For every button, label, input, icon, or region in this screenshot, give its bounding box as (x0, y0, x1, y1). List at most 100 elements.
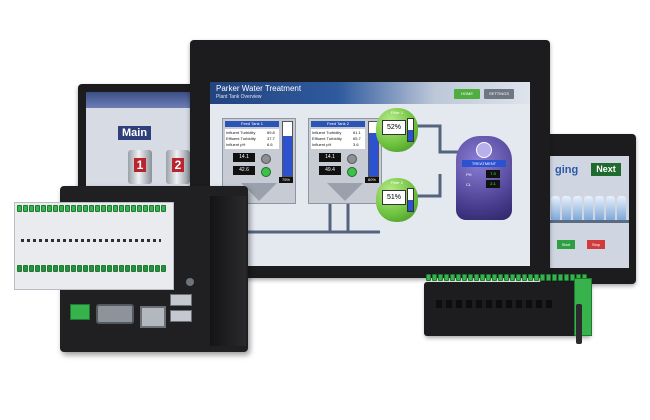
feed-tank-2-level-label: 80% (365, 177, 379, 183)
table-cell: 61.1 (353, 130, 361, 135)
main-hmi-screen: Parker Water Treatment Plant Tank Overvi… (210, 82, 530, 266)
terminal (492, 274, 497, 281)
usb-port[interactable] (170, 310, 192, 322)
treatment-row-1-label: PH (466, 172, 472, 177)
settings-button[interactable]: SETTINGS (484, 89, 514, 99)
main-hmi-bezel: Parker Water Treatment Plant Tank Overvi… (190, 40, 550, 278)
terminal (17, 265, 22, 272)
table-cell: 37.7 (267, 136, 275, 141)
usb-port[interactable] (170, 294, 192, 306)
filter-1-value: 52% (382, 120, 406, 135)
bottle (606, 196, 615, 220)
level-bar-track (282, 121, 293, 177)
terminal (564, 274, 569, 281)
bottle-row (551, 196, 627, 220)
green-connector[interactable] (70, 304, 90, 320)
ethernet-port[interactable] (140, 306, 166, 328)
page-subtitle: Plant Tank Overview (216, 94, 262, 100)
bottle (551, 196, 560, 220)
tank-cone (327, 183, 363, 201)
level-bar-fill (408, 199, 413, 211)
terminal (65, 265, 70, 272)
level-bar-track (407, 188, 414, 212)
terminal (29, 265, 34, 272)
feed-tank-1: Feed Tank 1 Influent Turbidity 89.8 Effl… (222, 118, 296, 204)
terminal (149, 205, 154, 212)
treatment-tank: TREATMENT PH 7.3 CL 2.1 (456, 136, 512, 220)
terminal (119, 265, 124, 272)
terminal (570, 274, 575, 281)
terminal (83, 205, 88, 212)
home-button[interactable]: HOME (454, 89, 480, 99)
drum-2: 2 (166, 150, 190, 184)
terminal (438, 274, 443, 281)
stop-button[interactable]: Stop (587, 240, 605, 249)
filter-2-value: 51% (382, 190, 406, 205)
terminal (131, 205, 136, 212)
terminal (119, 205, 124, 212)
bottle (562, 196, 571, 220)
indicator-lamp-gray (261, 154, 271, 164)
plc-io-module (14, 202, 174, 290)
terminal (155, 265, 160, 272)
terminal (432, 274, 437, 281)
table-cell: 65.7 (353, 136, 361, 141)
next-button[interactable]: Next (591, 163, 621, 176)
serial-port[interactable] (96, 304, 134, 324)
terminal (101, 205, 106, 212)
bottle (573, 196, 582, 220)
main-hmi-header (210, 82, 530, 104)
table-cell: Influent Turbidity (312, 130, 342, 135)
right-hmi-screen: ging Next Start Stop (547, 156, 629, 268)
treatment-row-2-value: 2.1 (486, 180, 500, 188)
terminal (95, 205, 100, 212)
right-hmi-title: ging (555, 164, 579, 176)
cable-plug (576, 304, 582, 344)
terminal (522, 274, 527, 281)
terminal (89, 205, 94, 212)
filter-2: Filter 2 51% (376, 178, 418, 222)
bottle (584, 196, 593, 220)
terminal (95, 265, 100, 272)
feed-tank-2: Feed Tank 2 Influent Turbidity 61.1 Effl… (308, 118, 382, 204)
table-cell: 3.6 (353, 142, 359, 147)
terminal (516, 274, 521, 281)
plc-side-panel (210, 196, 246, 346)
feed-tank-2-title: Feed Tank 2 (311, 121, 365, 127)
terminal (59, 205, 64, 212)
led-row (21, 239, 161, 242)
terminal (504, 274, 509, 281)
table-cell: Effluent Turbidity (312, 136, 342, 141)
terminal (143, 205, 148, 212)
pipe-segment (406, 124, 462, 154)
terminal (143, 265, 148, 272)
terminal (23, 265, 28, 272)
feed-tank-1-table: Influent Turbidity 89.8 Effluent Turbidi… (225, 129, 279, 149)
level-bar-track (368, 121, 379, 177)
drum-1: 1 (128, 150, 152, 184)
terminal (41, 205, 46, 212)
left-hmi-screen: Main 1 2 (86, 92, 194, 210)
terminal (137, 205, 142, 212)
terminal (474, 274, 479, 281)
table-cell: 6.6 (267, 142, 273, 147)
drum-1-number: 1 (134, 158, 146, 172)
terminal (77, 265, 82, 272)
terminal (47, 205, 52, 212)
bottle (595, 196, 604, 220)
terminal (161, 205, 166, 212)
tank-cone (241, 183, 277, 201)
terminal (444, 274, 449, 281)
terminal (101, 265, 106, 272)
feed-tank-1-level-label: 75% (279, 177, 293, 183)
drum-2-number: 2 (172, 158, 184, 172)
start-button[interactable]: Start (557, 240, 575, 249)
feed-tank-1-title: Feed Tank 1 (225, 121, 279, 127)
terminal (17, 205, 22, 212)
treatment-row-2-label: CL (466, 182, 472, 187)
terminal (29, 205, 34, 212)
terminal (462, 274, 467, 281)
terminal (546, 274, 551, 281)
feed-tank-1-readout-bottom: 42.6 (233, 166, 255, 175)
terminal (53, 205, 58, 212)
